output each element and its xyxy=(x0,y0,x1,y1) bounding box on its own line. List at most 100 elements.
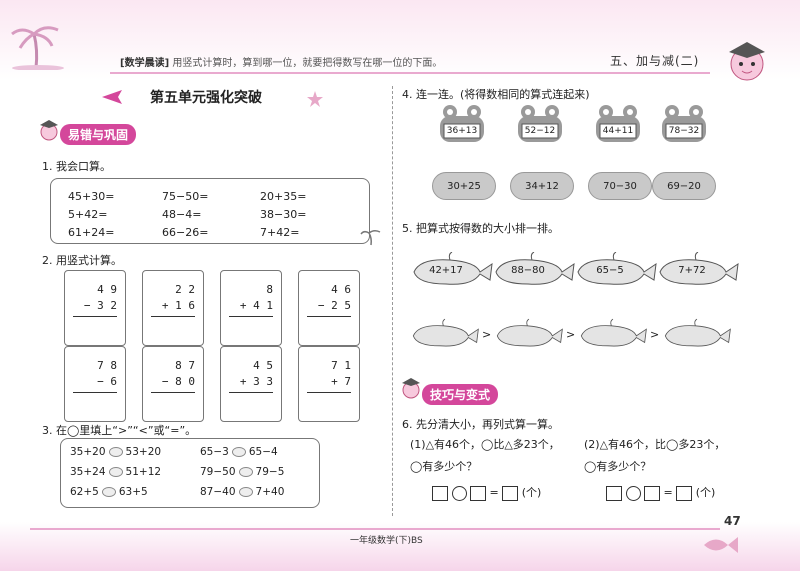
q6-part2: (2)△有46个，比◯多23个， xyxy=(584,438,726,451)
q5-title: 5. 把算式按得数的大小排一排。 xyxy=(402,222,559,235)
blank-square[interactable] xyxy=(432,485,448,501)
cloud-card[interactable]: 69−20 xyxy=(652,172,716,200)
whale-card: 88−80 xyxy=(492,251,576,290)
frog-card[interactable]: 52−12 xyxy=(514,104,566,144)
page-number: 47 xyxy=(724,514,741,528)
oral-item: 5+42= xyxy=(68,208,108,221)
vertical-calc-card[interactable]: 7 1 + 7 xyxy=(298,346,360,422)
compare-circle[interactable] xyxy=(101,487,116,497)
calc-top: 4 6 xyxy=(331,283,351,296)
q3-title: 3. 在◯里填上“>”“<”或“=”。 xyxy=(42,424,197,437)
whale-expr: 65−5 xyxy=(596,265,624,276)
tip-text: 用竖式计算时，算到哪一位，就要把得数写在哪一位的下面。 xyxy=(172,58,443,69)
whale-icon xyxy=(413,251,493,285)
answer-equation-2[interactable]: = (个) xyxy=(606,484,715,501)
frog-card[interactable]: 36+13 xyxy=(436,104,488,144)
empty-whale-icon[interactable] xyxy=(410,316,480,354)
cloud-card[interactable]: 30+25 xyxy=(432,172,496,200)
frog-icon xyxy=(662,105,706,142)
whale-expr: 88−80 xyxy=(511,265,545,276)
calc-mid: + 1 6 xyxy=(161,299,195,312)
header-band xyxy=(0,0,800,80)
cloud-card[interactable]: 34+12 xyxy=(510,172,574,200)
blank-square[interactable] xyxy=(676,485,693,501)
oral-item: 38−30= xyxy=(260,208,307,221)
empty-whale-icon[interactable] xyxy=(662,316,732,354)
cloud-card[interactable]: 70−30 xyxy=(588,172,652,200)
compare-circle[interactable] xyxy=(108,447,123,457)
answer-equation-1[interactable]: = (个) xyxy=(432,484,541,501)
vertical-calc-card[interactable]: 2 2 + 1 6 xyxy=(142,270,204,346)
vertical-calc-card[interactable]: 8 7 − 8 0 xyxy=(142,346,204,422)
compare-circle[interactable] xyxy=(238,467,253,477)
blank-square[interactable] xyxy=(470,485,486,501)
calc-top: 8 7 xyxy=(175,359,195,372)
page-title: 第五单元强化突破 xyxy=(150,90,262,106)
vertical-calc-card[interactable]: 4 9 − 3 2 xyxy=(64,270,126,346)
q6-part1-question: ◯有多少个？ xyxy=(410,460,478,473)
boy-mascot-icon xyxy=(402,378,420,399)
frog-expr: 78−32 xyxy=(668,126,700,136)
vertical-calc-card[interactable]: 7 8 − 6 xyxy=(64,346,126,422)
frog-expr: 52−12 xyxy=(524,126,556,136)
compare-circle[interactable] xyxy=(238,487,253,497)
q6-part2-question: ◯有多少个？ xyxy=(584,460,652,473)
frog-card[interactable]: 78−32 xyxy=(658,104,710,144)
footer-rule xyxy=(30,528,720,530)
frog-icon xyxy=(518,105,562,142)
whale-card: 65−5 xyxy=(574,251,658,290)
girl-mascot-icon xyxy=(729,42,765,81)
arrow-decoration-icon xyxy=(102,90,122,104)
whale-card: 42+17 xyxy=(410,251,494,290)
section-mistakes: 易错与巩固 xyxy=(60,124,137,145)
frog-expr: 36+13 xyxy=(446,126,478,136)
frog-card[interactable]: 44+11 xyxy=(592,104,644,144)
calc-top: 7 8 xyxy=(97,359,117,372)
calc-mid: + 7 xyxy=(331,375,351,388)
tip-banner: [数学晨读] 用竖式计算时，算到哪一位，就要把得数写在哪一位的下面。 xyxy=(120,54,600,72)
blank-square[interactable] xyxy=(606,485,622,501)
compare-circle[interactable] xyxy=(108,467,123,477)
whale-icon xyxy=(577,251,657,285)
tip-label: [数学晨读] xyxy=(120,58,170,69)
calc-mid: + 3 3 xyxy=(239,375,273,388)
palm-tree-icon xyxy=(11,26,64,70)
whale-expr: 7+72 xyxy=(678,265,706,276)
calc-top: 4 9 xyxy=(97,283,117,296)
empty-whale-icon[interactable] xyxy=(494,316,564,354)
oral-item: 66−26= xyxy=(162,226,209,239)
column-divider xyxy=(392,86,393,516)
oral-item: 45+30= xyxy=(68,190,115,203)
blank-square[interactable] xyxy=(502,485,519,501)
greater-sign: > xyxy=(566,328,576,341)
blank-square[interactable] xyxy=(644,485,660,501)
q6-title: 6. 先分清大小，再列式算一算。 xyxy=(402,418,559,431)
frog-icon xyxy=(596,105,640,142)
calc-mid: − 8 0 xyxy=(161,375,195,388)
calc-top: 4 5 xyxy=(253,359,273,372)
footer-band xyxy=(0,522,800,571)
section-skills: 技巧与变式 xyxy=(422,384,499,405)
oral-calc-box xyxy=(50,178,370,244)
empty-whale-icon[interactable] xyxy=(578,316,648,354)
blank-circle[interactable] xyxy=(625,485,641,501)
starfish-icon xyxy=(307,91,323,107)
header-rule xyxy=(110,72,710,74)
whale-expr: 42+17 xyxy=(429,265,463,276)
blank-circle[interactable] xyxy=(451,485,467,501)
vertical-calc-card[interactable]: 8 + 4 1 xyxy=(220,270,282,346)
unit-title: 五、加与减(二) xyxy=(610,54,700,68)
vertical-calc-card[interactable]: 4 6 − 2 5 xyxy=(298,270,360,346)
compare-circle[interactable] xyxy=(231,447,246,457)
boy-mascot-icon xyxy=(40,120,58,141)
calc-top: 2 2 xyxy=(175,283,195,296)
unit-label: (个) xyxy=(521,486,542,499)
vertical-calc-card[interactable]: 4 5 + 3 3 xyxy=(220,346,282,422)
calc-mid: − 2 5 xyxy=(317,299,351,312)
calc-top: 7 1 xyxy=(331,359,351,372)
q2-title: 2. 用竖式计算。 xyxy=(42,254,122,267)
